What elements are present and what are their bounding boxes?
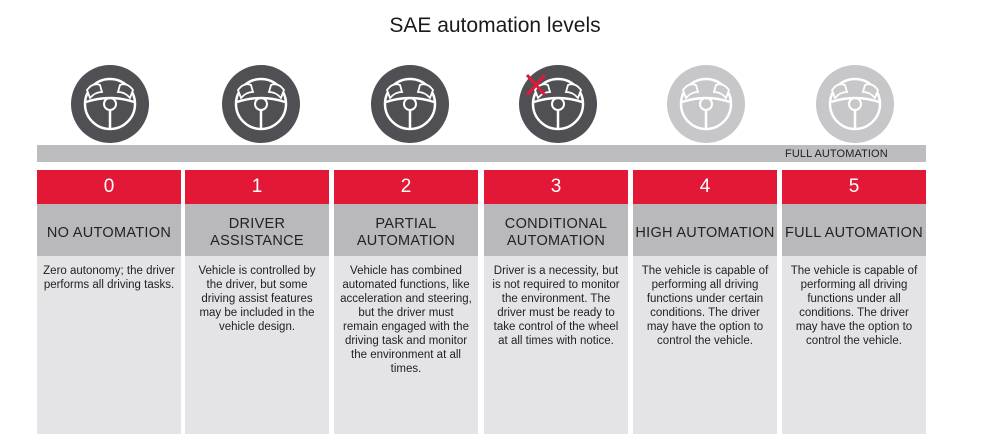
level-name-text: PARTIAL AUTOMATION	[356, 216, 456, 249]
level-description: The vehicle is capable of performing all…	[633, 256, 777, 434]
level-description: Zero autonomy; the driver performs all d…	[37, 256, 181, 434]
level-number: 1	[185, 170, 329, 204]
level-number: 2	[334, 170, 478, 204]
steering-wheel-icon	[815, 64, 895, 144]
level-name-text: FULL AUTOMATION	[785, 224, 923, 241]
level-description: Vehicle has combined automated functions…	[334, 256, 478, 434]
level-column-4: 4 HIGH AUTOMATION The vehicle is capable…	[633, 170, 777, 434]
level-name-text: HIGH AUTOMATION	[635, 224, 775, 241]
automation-bar-label: FULL AUTOMATION	[785, 148, 888, 160]
level-description: The vehicle is capable of performing all…	[782, 256, 926, 434]
level-name: PARTIAL AUTOMATION	[334, 204, 478, 256]
steering-wheel-icon	[666, 64, 746, 144]
steering-wheel-hands-crossed-icon	[518, 64, 598, 144]
level-name: DRIVER ASSISTANCE	[185, 204, 329, 256]
level-name: FULL AUTOMATION	[782, 204, 926, 256]
diagram-title: SAE automation levels	[389, 14, 601, 37]
steering-wheel-hands-icon	[370, 64, 450, 144]
level-column-0: 0 NO AUTOMATION Zero autonomy; the drive…	[37, 170, 181, 434]
level-column-3: 3 CONDITIONAL AUTOMATION Driver is a nec…	[484, 170, 628, 434]
level-column-1: 1 DRIVER ASSISTANCE Vehicle is controlle…	[185, 170, 329, 434]
level-name-text: NO AUTOMATION	[46, 224, 172, 241]
steering-wheel-hands-icon	[70, 64, 150, 144]
level-number: 4	[633, 170, 777, 204]
level-name: HIGH AUTOMATION	[633, 204, 777, 256]
level-name: NO AUTOMATION	[37, 204, 181, 256]
level-name: CONDITIONAL AUTOMATION	[484, 204, 628, 256]
steering-wheel-hands-icon	[221, 64, 301, 144]
automation-progress-bar	[37, 145, 926, 162]
level-number: 3	[484, 170, 628, 204]
level-number: 0	[37, 170, 181, 204]
level-name-text: CONDITIONAL AUTOMATION	[504, 216, 608, 249]
level-description: Driver is a necessity, but is not requir…	[484, 256, 628, 434]
level-number: 5	[782, 170, 926, 204]
level-column-2: 2 PARTIAL AUTOMATION Vehicle has combine…	[334, 170, 478, 434]
level-description: Vehicle is controlled by the driver, but…	[185, 256, 329, 434]
level-column-5: 5 FULL AUTOMATION The vehicle is capable…	[782, 170, 926, 434]
level-name-text: DRIVER ASSISTANCE	[210, 216, 304, 249]
